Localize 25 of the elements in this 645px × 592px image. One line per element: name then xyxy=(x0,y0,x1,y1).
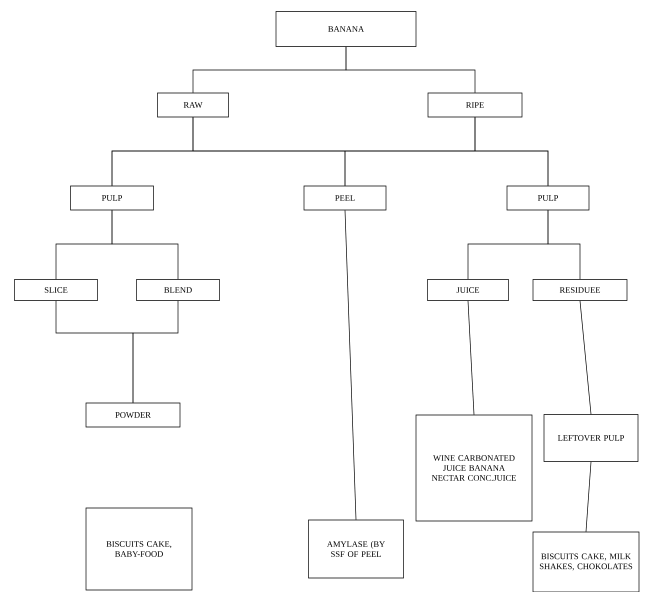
process-box: BLEND xyxy=(136,279,220,301)
connector-line xyxy=(468,300,474,415)
process-box: AMYLASE (BY SSF OF PEEL xyxy=(308,520,404,578)
process-box: PULP xyxy=(506,186,590,210)
process-box: PEEL xyxy=(304,186,386,210)
process-box: JUICE xyxy=(427,279,509,301)
connector-line xyxy=(132,300,178,403)
connector-line xyxy=(346,46,476,93)
process-box: LEFTOVER PULP xyxy=(544,414,638,462)
process-box: BISCUITS CAKE, MILK SHAKES, CHOKOLATES xyxy=(532,532,640,592)
connector-line xyxy=(586,462,592,532)
connector-line xyxy=(112,210,178,280)
process-box: RESIDUEE xyxy=(532,279,628,301)
connector-line xyxy=(580,300,592,414)
process-box: SLICE xyxy=(14,279,98,301)
process-box: BANANA xyxy=(276,11,416,47)
connector-line xyxy=(548,210,580,280)
process-box: PULP xyxy=(70,186,154,210)
process-box: POWDER xyxy=(86,402,180,428)
process-box: RIPE xyxy=(428,92,522,118)
connector-line xyxy=(474,117,548,186)
connector-line xyxy=(344,210,356,520)
process-box: WINE CARBONATED JUICE BANANA NECTAR CONC.JUICE xyxy=(416,414,532,522)
process-box: BISCUITS CAKE, BABY-FOOD xyxy=(86,508,192,590)
process-box: RAW xyxy=(157,92,229,118)
